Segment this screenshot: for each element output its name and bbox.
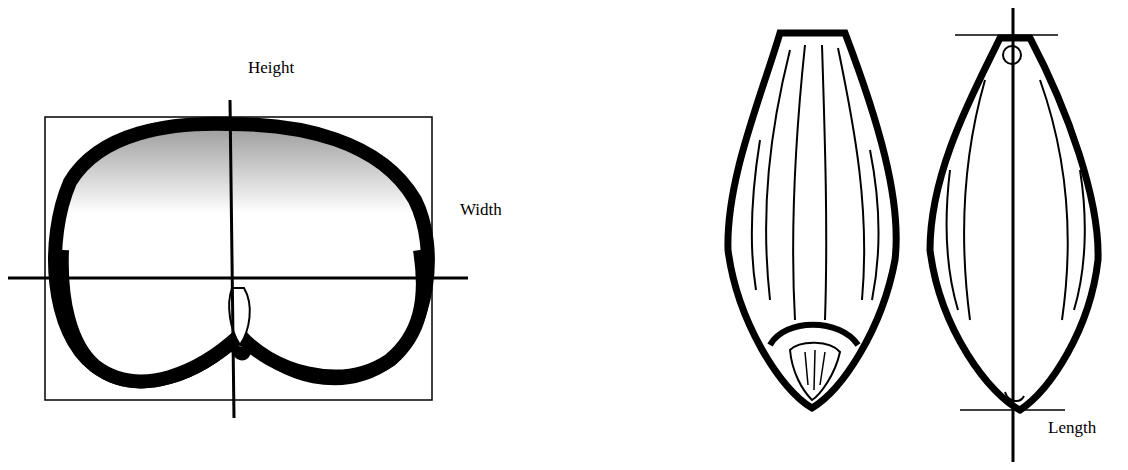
cross-section xyxy=(55,124,428,382)
length-tick xyxy=(960,409,1065,411)
height-axis xyxy=(230,100,234,418)
grain-dorsal xyxy=(728,33,896,408)
axis-label: Length xyxy=(1048,418,1096,438)
length-tick xyxy=(955,34,1058,36)
length-axis xyxy=(1012,8,1015,462)
bounding-box xyxy=(45,117,432,400)
cross-section-lower xyxy=(62,250,423,381)
embryo xyxy=(790,343,840,400)
cross-section-inner xyxy=(59,250,423,381)
axis-label: Height xyxy=(248,58,294,78)
axis-label: Width xyxy=(460,200,502,220)
width-axis xyxy=(8,277,468,280)
grain-texture xyxy=(752,45,879,320)
grain-texture xyxy=(947,80,1085,320)
embryo-texture xyxy=(805,350,825,390)
